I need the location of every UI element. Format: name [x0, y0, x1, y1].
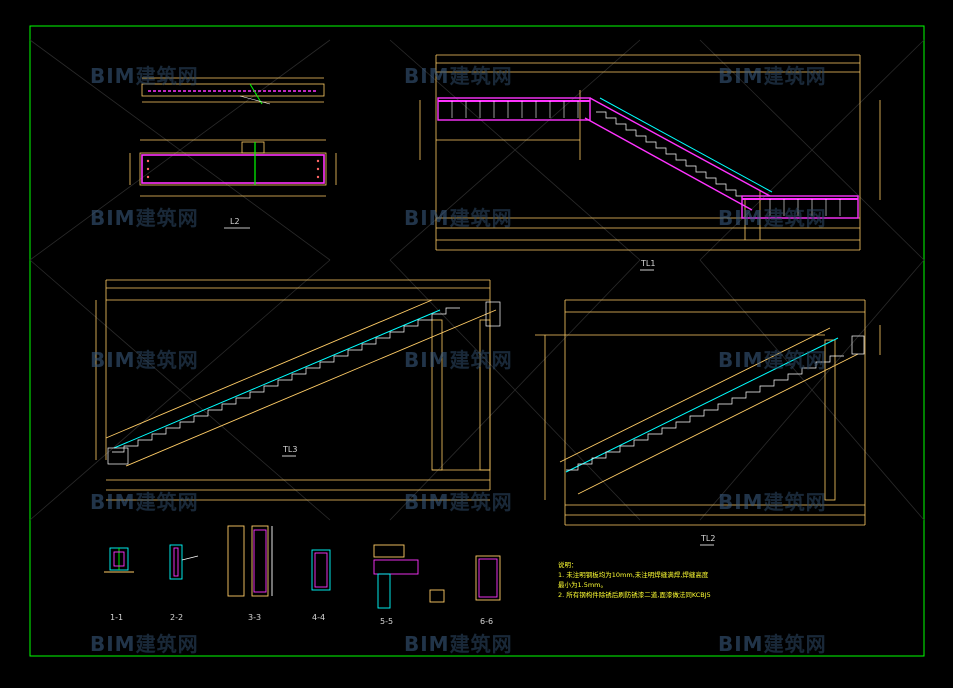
tl1-drawing: [419, 54, 881, 271]
section-label-2: 2-2: [170, 613, 184, 622]
section-label-6: 6-6: [480, 617, 494, 626]
l2-drawing: [129, 77, 337, 229]
sheet-border: [29, 25, 925, 657]
watermark-5: BIM建筑网: [404, 206, 513, 230]
tl3-drawing: [95, 279, 501, 501]
watermark-14: BIM建筑网: [404, 632, 513, 656]
section-label-3: 3-3: [248, 613, 262, 622]
watermark-13: BIM建筑网: [90, 632, 199, 656]
section-details: [104, 525, 501, 609]
watermark-6: BIM建筑网: [718, 206, 827, 230]
watermark-15: BIM建筑网: [718, 632, 827, 656]
watermark-9: BIM建筑网: [718, 348, 827, 372]
notes-line-3: 2. 所有钢构件除锈后刷防锈漆二道,面漆做法同KCBJ5: [558, 591, 711, 599]
section-label-4: 4-4: [312, 613, 326, 622]
watermark-4: BIM建筑网: [90, 206, 199, 230]
watermark-2: BIM建筑网: [404, 64, 513, 88]
watermark-11: BIM建筑网: [404, 490, 513, 514]
label-tl1: TL1: [641, 259, 656, 268]
construction-lines: [29, 39, 925, 521]
watermark-1: BIM建筑网: [90, 64, 199, 88]
label-tl2: TL2: [701, 534, 716, 543]
watermark-3: BIM建筑网: [718, 64, 827, 88]
notes-block: 说明： 1. 未注明钢板均为10mm,未注明焊缝满焊,焊缝高度 最小为1.5mm…: [558, 560, 711, 600]
label-l2: L2: [230, 217, 240, 226]
section-label-5: 5-5: [380, 617, 394, 626]
watermark-10: BIM建筑网: [90, 490, 199, 514]
label-tl3: TL3: [283, 445, 298, 454]
watermark-12: BIM建筑网: [718, 490, 827, 514]
section-label-1: 1-1: [110, 613, 124, 622]
notes-line-1: 1. 未注明钢板均为10mm,未注明焊缝满焊,焊缝高度: [558, 571, 709, 579]
watermark-8: BIM建筑网: [404, 348, 513, 372]
notes-title: 说明：: [558, 561, 578, 569]
tl2-drawing: [535, 299, 881, 546]
watermark-7: BIM建筑网: [90, 348, 199, 372]
notes-line-2: 最小为1.5mm。: [558, 581, 608, 589]
